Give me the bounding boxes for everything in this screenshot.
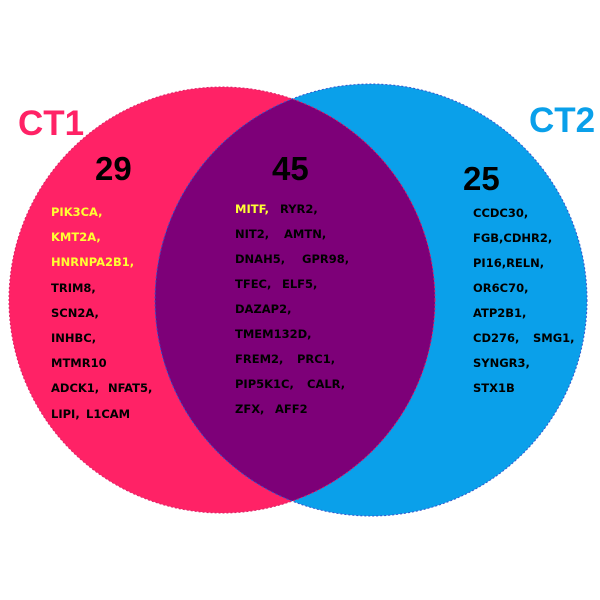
gene-ct2-only-1-0: FGB,CDHR2, xyxy=(473,231,553,245)
gene-ct1-only-4-0: SCN2A, xyxy=(51,305,99,320)
gene-ct1-only-8-1: L1CAM xyxy=(86,406,131,421)
gene-both-7-1: CALR, xyxy=(307,377,346,391)
gene-both-6-0: FREM2, xyxy=(235,352,284,366)
gene-ct1-only-6-0: MTMR10 xyxy=(51,356,107,371)
gene-ct1-only-0-0: PIK3CA, xyxy=(51,205,103,219)
gene-ct2-only-7-0: STX1B xyxy=(473,381,515,395)
ct1-label: CT1 xyxy=(18,104,85,143)
gene-both-1-1: AMTN, xyxy=(284,227,327,241)
gene-both-0-0: MITF, xyxy=(235,202,269,216)
overlap-count: 45 xyxy=(272,150,309,187)
overlap-region xyxy=(155,87,435,513)
gene-ct1-only-1-0: KMT2A, xyxy=(51,230,101,245)
gene-both-5-0: TMEM132D, xyxy=(235,327,312,341)
gene-both-2-0: DNAH5, xyxy=(235,252,286,266)
gene-ct1-only-8-0: LIPI, xyxy=(51,406,80,421)
ct2-label: CT2 xyxy=(529,101,596,140)
gene-ct2-only-0-0: CCDC30, xyxy=(473,206,529,220)
gene-ct2-only-2-0: PI16,RELN, xyxy=(473,256,545,270)
gene-both-2-1: GPR98, xyxy=(302,252,350,266)
gene-ct1-only-3-0: TRIM8, xyxy=(51,280,96,295)
gene-both-7-0: PIP5K1C, xyxy=(235,377,294,391)
gene-ct1-only-7-1: NFAT5, xyxy=(108,381,153,396)
ct2-only-count: 25 xyxy=(463,160,500,197)
gene-both-8-0: ZFX, xyxy=(235,402,265,416)
gene-ct1-only-7-0: ADCK1, xyxy=(51,381,100,396)
gene-both-8-1: AFF2 xyxy=(275,402,308,416)
gene-ct2-only-4-0: ATP2B1, xyxy=(473,306,527,320)
gene-both-6-1: PRC1, xyxy=(297,352,336,366)
gene-ct1-only-2-0: HNRNPA2B1, xyxy=(51,255,135,270)
ct1-only-count: 29 xyxy=(95,150,132,187)
gene-ct2-only-6-0: SYNGR3, xyxy=(473,356,530,370)
gene-both-1-0: NIT2, xyxy=(235,227,270,241)
ct2-outline xyxy=(154,83,588,517)
gene-ct2-only-3-0: OR6C70, xyxy=(473,281,529,295)
gene-both-3-0: TFEC, xyxy=(235,277,272,291)
gene-both-0-1: RYR2, xyxy=(280,202,318,216)
gene-ct1-only-5-0: INHBC, xyxy=(51,331,97,345)
gene-ct2-only-5-0: CD276, xyxy=(473,331,520,345)
gene-ct2-only-5-1: SMG1, xyxy=(533,331,575,345)
ct1-outline xyxy=(8,86,436,514)
gene-both-3-1: ELF5, xyxy=(282,277,318,291)
gene-both-4-0: DAZAP2, xyxy=(235,302,292,316)
